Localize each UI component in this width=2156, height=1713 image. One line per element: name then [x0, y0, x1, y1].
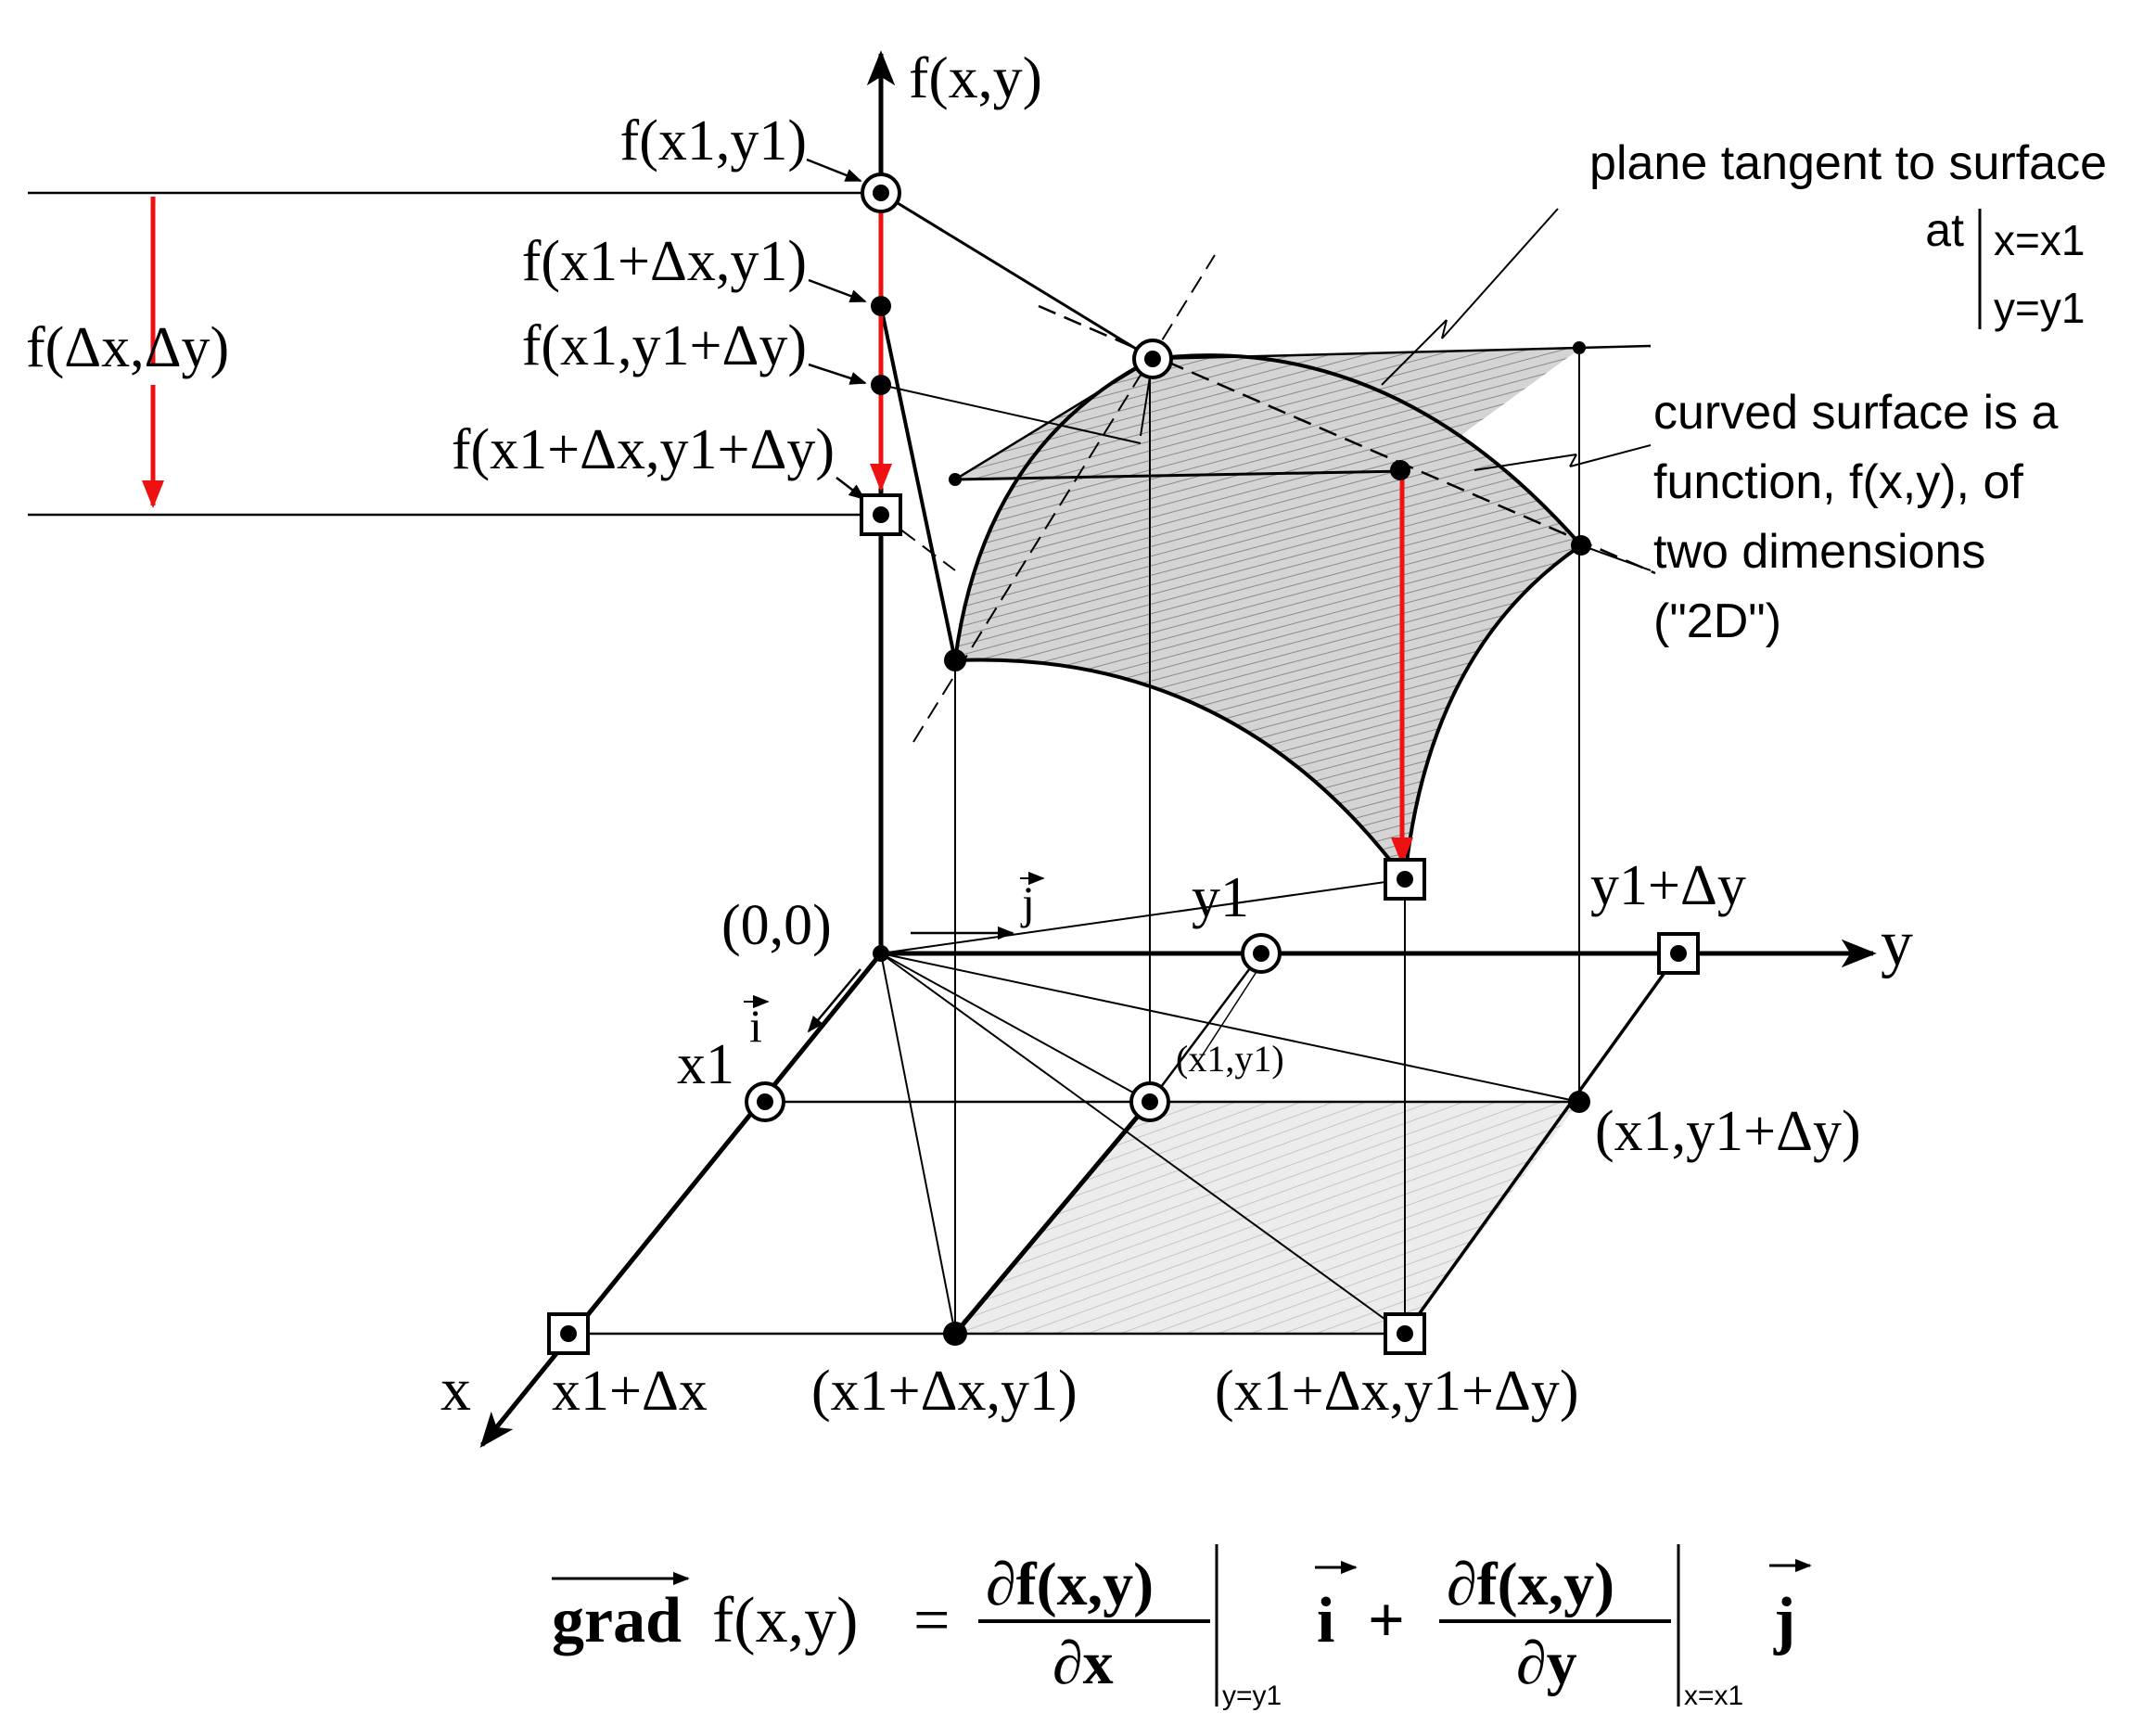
plane-note: plane tangent to surface [1589, 136, 2107, 190]
dot-f-x1dx-y1 [871, 296, 891, 316]
surface-note-1: curved surface is a [1653, 386, 2058, 440]
marker-surface-top [1132, 339, 1173, 379]
marker-x1dx-y1dy [1384, 1312, 1426, 1355]
label-point-x1dx-y1: (x1+Δx,y1) [811, 1360, 1078, 1423]
dot-plane-right [1573, 341, 1586, 354]
formula-num-1: ∂f(x,y) [986, 1551, 1154, 1618]
label-y1: y1 [1192, 866, 1249, 929]
label-point-x1-y1dy: (x1,y1+Δy) [1595, 1100, 1861, 1163]
label-f-x1-y1dy: f(x1,y1+Δy) [522, 314, 807, 377]
marker-x1-y1 [1129, 1081, 1170, 1122]
marker-x1dx [547, 1312, 590, 1355]
x-axis-label: x [440, 1356, 471, 1424]
label-difference: f(Δx,Δy) [26, 316, 229, 379]
marker-y1 [1241, 933, 1282, 974]
formula-eval-y: y=y1 [1222, 1681, 1282, 1711]
point-markers [547, 173, 1700, 1355]
formula-den-y: ∂y [1516, 1630, 1577, 1697]
dot-surface-mid [1390, 460, 1410, 480]
vertical-axis-label: f(x,y) [909, 45, 1042, 110]
label-f-x1-y1: f(x1,y1) [620, 109, 807, 173]
marker-surface-bottom [1384, 858, 1426, 901]
label-point-x1dx-y1dy: (x1+Δx,y1+Δy) [1215, 1360, 1578, 1423]
formula-equals: = [913, 1585, 950, 1656]
formula-lhs: f(x,y) [712, 1585, 858, 1656]
label-x1dx: x1+Δx [552, 1360, 708, 1423]
marker-f-x1-y1 [861, 173, 901, 213]
marker-f-x1dx-y1dy [860, 493, 902, 536]
ground-shaded-region [950, 1102, 1579, 1334]
dot-f-x1-y1dy [871, 375, 891, 395]
formula-i: i [1317, 1585, 1334, 1656]
red-arrows [142, 197, 1413, 865]
plane-note-cond-x: x=x1 [1994, 216, 2085, 264]
y-axis-label: y [1881, 908, 1913, 979]
dot-origin [873, 945, 889, 962]
formula-j: j [1773, 1585, 1795, 1656]
unit-i-label: i [749, 1000, 762, 1052]
formula-grad: grad [552, 1585, 682, 1656]
marker-y1dy [1657, 932, 1700, 975]
x-axis-line [479, 952, 883, 1448]
dot-x1-y1dy [1568, 1091, 1590, 1113]
label-f-x1dx-y1: f(x1+Δx,y1) [522, 230, 807, 293]
unit-j-label: j [1020, 876, 1035, 928]
surface-note-2: function, f(x,y), of [1653, 455, 2023, 509]
marker-x1 [745, 1081, 785, 1122]
label-y1dy: y1+Δy [1590, 854, 1746, 917]
frame-lines [28, 191, 1680, 1336]
dot-surface-front [944, 649, 966, 671]
dot-plane-left [949, 473, 962, 486]
label-point-x1-y1: (x1,y1) [1176, 1038, 1284, 1080]
dot-x1dx-y1 [943, 1322, 967, 1346]
surface-note-4: ("2D") [1653, 594, 1781, 648]
formula-num-2: ∂f(x,y) [1447, 1551, 1614, 1618]
formula-den-x: ∂x [1052, 1630, 1114, 1697]
surface-note-3: two dimensions [1653, 525, 1985, 579]
dot-surface-right [1571, 535, 1591, 556]
gradient-formula: grad f(x,y) = ∂f(x,y) ∂x y=y1 i + ∂f(x,y… [552, 1544, 1812, 1711]
plane-note-cond-y: y=y1 [1994, 284, 2085, 332]
label-x1: x1 [677, 1033, 734, 1096]
unit-i-arrow [807, 968, 861, 1033]
formula-eval-x: x=x1 [1684, 1681, 1743, 1711]
origin-label: (0,0) [721, 894, 832, 957]
plane-note-at: at [1925, 204, 1964, 256]
label-f-x1dx-y1dy: f(x1+Δx,y1+Δy) [452, 418, 835, 481]
formula-plus: + [1368, 1585, 1405, 1656]
